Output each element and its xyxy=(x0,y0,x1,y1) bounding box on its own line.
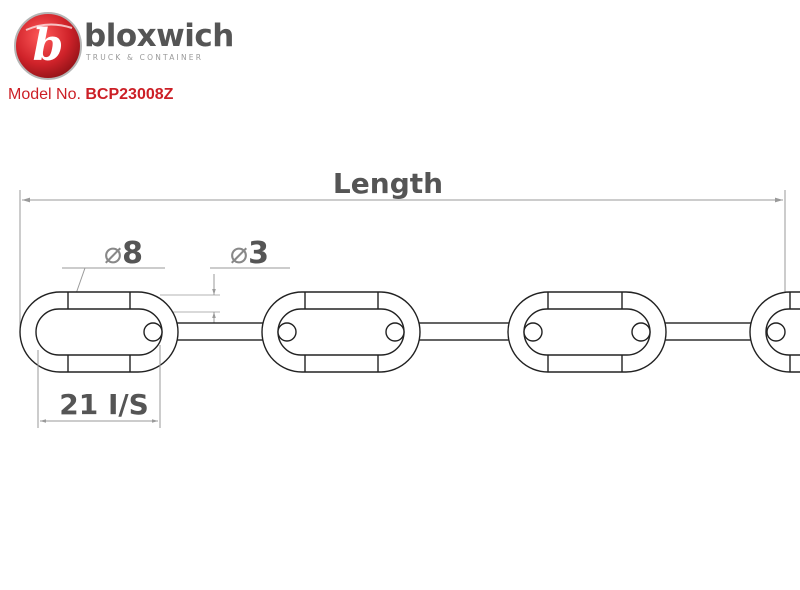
chain-link xyxy=(261,291,421,373)
pin-dia-value: 3 xyxy=(248,236,269,271)
diameter-symbol-icon: ⌀ xyxy=(230,236,248,271)
pin-dia-label: ⌀3 xyxy=(230,236,269,271)
diameter-symbol-icon: ⌀ xyxy=(104,236,122,271)
chain-link xyxy=(507,291,667,373)
chain-link xyxy=(749,291,800,373)
brand-name: bloxwich xyxy=(84,18,234,54)
wire-dia-value: 8 xyxy=(122,236,143,271)
brand-tagline: TRUCK & CONTAINER xyxy=(86,53,204,62)
inside-spacing-label: 21 I/S xyxy=(59,388,149,421)
logo-badge-icon: b xyxy=(14,12,82,80)
wire-dia-label: ⌀8 xyxy=(104,236,143,271)
logo-letter: b xyxy=(33,20,64,71)
length-label: Length xyxy=(333,167,443,200)
brand-logo: b xyxy=(12,8,232,84)
model-value: BCP23008Z xyxy=(85,86,174,103)
chain-link xyxy=(19,291,179,373)
model-number: Model No. BCP23008Z xyxy=(8,86,173,104)
model-label: Model No. xyxy=(8,86,81,103)
